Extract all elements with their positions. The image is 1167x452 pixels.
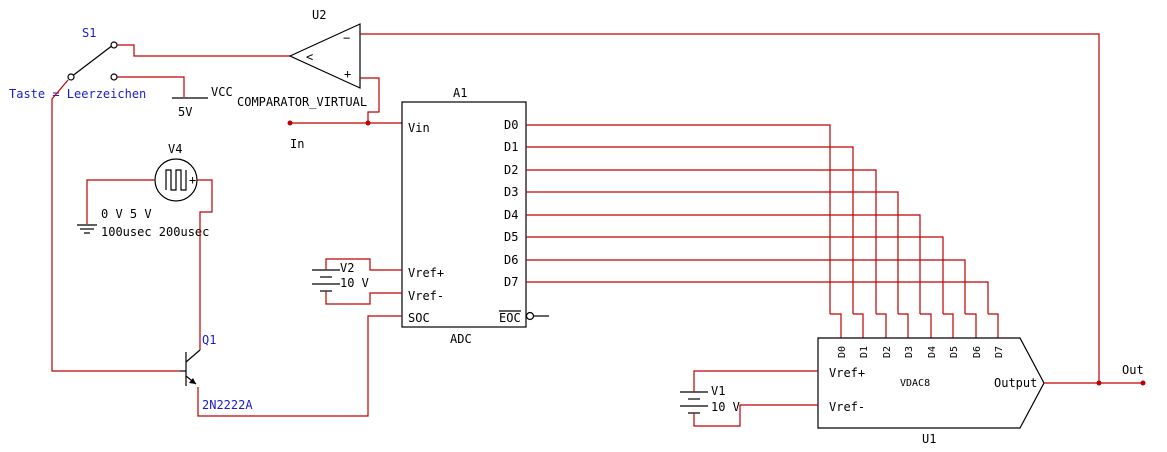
wire-v2-plus bbox=[325, 258, 402, 271]
output-label-out: Out bbox=[1122, 363, 1144, 377]
battery-v1[interactable] bbox=[680, 391, 708, 414]
adc-pin-soc: SOC bbox=[408, 311, 430, 325]
dac-pin-d1: D1 bbox=[859, 346, 870, 358]
wire-comparator-plus-to-in bbox=[360, 77, 380, 123]
pulse-source-timing-text: 100usec 200usec bbox=[101, 225, 209, 239]
adc-pin-d3: D3 bbox=[504, 185, 518, 199]
dac-pin-d7: D7 bbox=[994, 346, 1005, 358]
vcc-value: 5V bbox=[178, 105, 192, 119]
pulse-source-levels: 0 V 5 V bbox=[101, 207, 152, 221]
dac-u1[interactable] bbox=[817, 337, 1045, 429]
wire-switch-common-to-q1 bbox=[51, 79, 180, 372]
wire-d7 bbox=[526, 281, 989, 314]
vcc-label: VCC bbox=[211, 85, 233, 99]
switch-s1[interactable] bbox=[67, 41, 118, 81]
comparator-ref-label: U2 bbox=[312, 8, 326, 22]
adc-pin-eoc: EOC bbox=[499, 311, 521, 325]
dac-pin-d6: D6 bbox=[972, 346, 983, 358]
comparator-plus-label: + bbox=[344, 67, 351, 81]
wire-v4-to-ground bbox=[86, 179, 155, 224]
output-node-out[interactable] bbox=[1140, 380, 1146, 386]
battery-v2-ref: V2 bbox=[340, 261, 354, 275]
comparator-minus-label: − bbox=[343, 31, 350, 45]
comparator-symbol: < bbox=[306, 50, 313, 64]
dac-ref-label: U1 bbox=[922, 432, 936, 446]
dac-pin-vref-plus: Vref+ bbox=[829, 366, 865, 380]
adc-pin-d2: D2 bbox=[504, 163, 518, 177]
wire-d2 bbox=[526, 169, 877, 314]
adc-output-labels: D0 D1 D2 D3 D4 D5 D6 D7 bbox=[504, 118, 518, 289]
adc-pin-d6: D6 bbox=[504, 253, 518, 267]
adc-pin-d0: D0 bbox=[504, 118, 518, 132]
wire-v4-to-q1-base bbox=[197, 179, 213, 350]
dac-pin-vref-minus: Vref- bbox=[829, 400, 865, 414]
junction-out-feedback bbox=[1096, 380, 1102, 386]
wire-v1-minus bbox=[693, 404, 818, 427]
input-label-in: In bbox=[290, 137, 304, 151]
dac-pin-d5: D5 bbox=[949, 346, 960, 358]
adc-pin-d1: D1 bbox=[504, 140, 518, 154]
pulse-source-ref: V4 bbox=[168, 142, 182, 156]
input-node-in[interactable] bbox=[287, 120, 293, 126]
adc-type-label: ADC bbox=[450, 332, 472, 346]
comparator-u2[interactable] bbox=[288, 23, 361, 89]
wire-v1-plus bbox=[693, 370, 818, 392]
pulse-plus-sign: + bbox=[189, 173, 196, 187]
data-bus bbox=[526, 124, 999, 338]
ground-symbol-v4 bbox=[77, 224, 97, 234]
battery-v1-value: 10 V bbox=[711, 400, 740, 414]
wire-d4 bbox=[526, 214, 921, 314]
adc-pin-vin: Vin bbox=[408, 121, 430, 135]
wire-switch-to-vcc bbox=[117, 76, 185, 97]
transistor-q1[interactable] bbox=[180, 349, 201, 386]
adc-eoc-bubble bbox=[525, 311, 535, 321]
adc-pin-d4: D4 bbox=[504, 208, 518, 222]
dac-pin-d0: D0 bbox=[837, 346, 848, 358]
wire-d0 bbox=[526, 124, 831, 314]
wire-q1-to-adc-soc bbox=[197, 315, 402, 417]
adc-pin-vref-plus: Vref+ bbox=[408, 266, 444, 280]
adc-a1[interactable] bbox=[401, 101, 527, 328]
battery-v2[interactable] bbox=[312, 269, 340, 292]
switch-ref-label: S1 bbox=[82, 26, 96, 40]
wire-feedback-out-to-comparator bbox=[360, 33, 1100, 383]
dac-pin-d3: D3 bbox=[904, 346, 915, 358]
adc-ref-label: A1 bbox=[453, 86, 467, 100]
adc-pin-d5: D5 bbox=[504, 230, 518, 244]
dac-pin-d2: D2 bbox=[882, 346, 893, 358]
wire-switch-to-comparator bbox=[117, 44, 290, 57]
adc-pin-vref-minus: Vref- bbox=[408, 289, 444, 303]
battery-v1-ref: V1 bbox=[711, 384, 725, 398]
adc-pin-d7: D7 bbox=[504, 275, 518, 289]
battery-v2-value: 10 V bbox=[340, 276, 369, 290]
wire-v2-minus bbox=[325, 291, 402, 305]
transistor-model: 2N2222A bbox=[202, 398, 253, 412]
wire-d6 bbox=[526, 259, 966, 314]
wire-d1 bbox=[526, 146, 854, 314]
comparator-model-label: COMPARATOR_VIRTUAL bbox=[237, 95, 367, 109]
wire-d5 bbox=[526, 236, 944, 314]
dac-input-labels: D0 D1 D2 D3 D4 D5 D6 D7 bbox=[837, 346, 1005, 358]
dac-pin-output: Output bbox=[994, 376, 1037, 390]
dac-type-label: VDAC8 bbox=[900, 378, 930, 389]
dac-pin-d4: D4 bbox=[927, 346, 938, 358]
junction-vin bbox=[365, 120, 371, 126]
transistor-ref: Q1 bbox=[202, 333, 216, 347]
wire-d3 bbox=[526, 191, 899, 314]
switch-key-note: Taste = Leerzeichen bbox=[9, 87, 146, 101]
